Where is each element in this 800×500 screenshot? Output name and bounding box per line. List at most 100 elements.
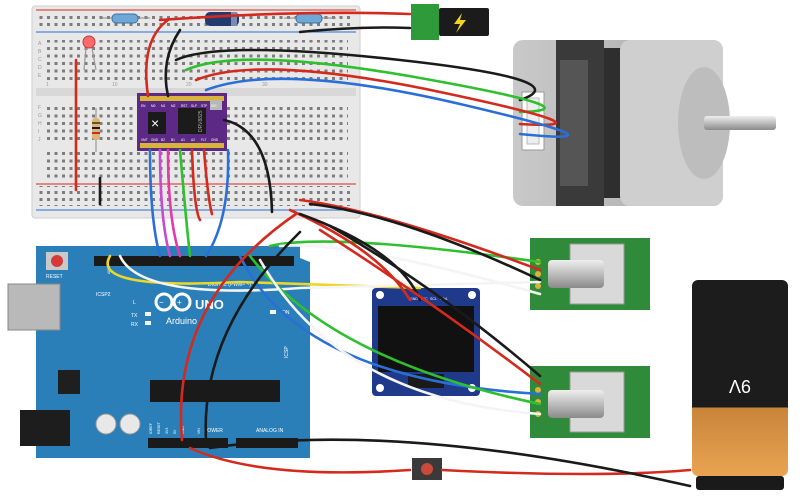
lightning-icon <box>454 13 466 33</box>
wire-black <box>308 202 542 282</box>
tx-label: TX <box>131 313 138 319</box>
driver-pin-label: EN <box>141 104 146 108</box>
driver-top-pins: EN M0 M1 M2 RST SLP STP DIR <box>141 104 217 108</box>
row-letter: E <box>38 73 42 79</box>
driver-pin-label: A2 <box>191 138 195 142</box>
wire-blue <box>148 148 162 258</box>
rotary-encoder-2 <box>530 366 650 438</box>
wire-black <box>222 118 274 214</box>
driver-pin-label: M0 <box>151 104 156 108</box>
icsp2-label: ICSP2 <box>96 292 111 298</box>
col-number: 1 <box>46 82 49 88</box>
row-letter: B <box>38 49 42 55</box>
svg-text:−: − <box>159 298 164 307</box>
pin-reset: RESET <box>157 421 161 434</box>
wire-red <box>298 198 542 272</box>
row-letter: G <box>38 113 42 119</box>
wire-red <box>190 148 202 222</box>
oled-screen <box>378 306 474 372</box>
breadboard-col-numbers: 1 10 20 30 <box>46 82 268 88</box>
wire-white <box>258 258 542 416</box>
rx-label: RX <box>131 322 139 328</box>
arduino-brand: Arduino <box>166 316 197 326</box>
arduino-logo: − + <box>154 292 192 312</box>
driver-pin-label: STP <box>201 104 207 108</box>
on-label: ON <box>282 310 290 316</box>
oled-pin-label: SCL <box>430 297 437 301</box>
stepper-driver: × DRV8825 EN M0 M1 M2 RST SLP STP DIR VM… <box>137 93 227 151</box>
rotary-encoder-1 <box>530 238 650 310</box>
driver-pin-label: RST <box>181 104 187 108</box>
driver-pin-label: VMT <box>141 138 148 142</box>
driver-bottom-pins: VMT GND B2 B1 A1 A2 FLT GND <box>141 138 219 142</box>
driver-x-icon: × <box>151 115 159 131</box>
driver-pin-label: B2 <box>161 138 165 142</box>
analog-label: ANALOG IN <box>256 428 284 434</box>
svg-text:+: + <box>177 298 182 307</box>
row-letter: F <box>38 105 41 111</box>
driver-chip-label: DRV8825 <box>198 110 204 132</box>
wire-black <box>208 438 692 488</box>
icsp-label: ICSP <box>284 346 290 358</box>
wire-red <box>440 468 692 476</box>
wire-green <box>184 58 546 114</box>
driver-pin-label: B1 <box>171 138 175 142</box>
push-button[interactable] <box>412 458 442 480</box>
voltage-regulator <box>58 370 80 394</box>
driver-pin-label: GND <box>151 138 159 142</box>
pin-gnd: GND <box>181 426 185 434</box>
wire-red <box>188 446 412 474</box>
wire-green <box>178 148 192 258</box>
driver-pin-label: SLP <box>191 104 197 108</box>
wire-red <box>179 212 298 442</box>
col-number: 30 <box>262 82 268 88</box>
atmega-chip <box>150 380 280 402</box>
wire-pink <box>166 148 182 258</box>
row-letter: A <box>38 41 42 47</box>
l-label: L <box>133 300 136 306</box>
oled-pin-label: GND <box>410 297 418 301</box>
wire-red <box>288 208 412 302</box>
barrel-jack <box>20 410 70 446</box>
wire-blue <box>204 77 570 138</box>
digital-header <box>94 256 294 266</box>
pin-3v3: 3V3 <box>165 428 169 434</box>
wires <box>74 11 692 488</box>
ceramic-capacitor-2 <box>284 13 336 24</box>
wire-red <box>144 18 170 98</box>
breadboard-row-letters: A B C D E F G H I J <box>38 41 42 143</box>
power-header <box>148 438 228 448</box>
driver-pin-label: A1 <box>181 138 185 142</box>
pin-vin: VIN <box>197 428 201 434</box>
wire-red <box>158 11 412 22</box>
row-letter: J <box>38 137 41 143</box>
col-number: 10 <box>112 82 118 88</box>
driver-pin-label: M2 <box>171 104 176 108</box>
wire-black <box>164 28 182 98</box>
driver-pin-label: GND <box>211 138 219 142</box>
battery-9v: 9V <box>692 280 788 490</box>
electrolytic-capacitor <box>205 12 239 26</box>
row-letter: H <box>38 121 42 127</box>
red-led <box>82 35 97 71</box>
digital-label: DIGITAL (PWM= ~) <box>208 282 251 288</box>
wire-black <box>328 224 542 378</box>
wire-magenta <box>158 148 172 258</box>
driver-pin-label: FLT <box>201 138 206 142</box>
usb-port <box>7 283 61 331</box>
wire-black <box>298 212 422 302</box>
capacitor-2 <box>119 413 141 435</box>
row-letter: I <box>38 129 39 135</box>
resistor <box>92 108 100 152</box>
reset-label: RESET <box>46 274 63 280</box>
wire-red <box>202 148 214 216</box>
wire-black <box>174 48 537 102</box>
dc-power-jack <box>411 4 489 40</box>
wire-red <box>318 228 542 386</box>
wire-black <box>204 230 302 442</box>
battery-label: 9V <box>729 376 751 396</box>
capacitor-1 <box>95 413 117 435</box>
pin-5v: 5V <box>173 429 177 434</box>
wire-blue <box>204 148 230 258</box>
